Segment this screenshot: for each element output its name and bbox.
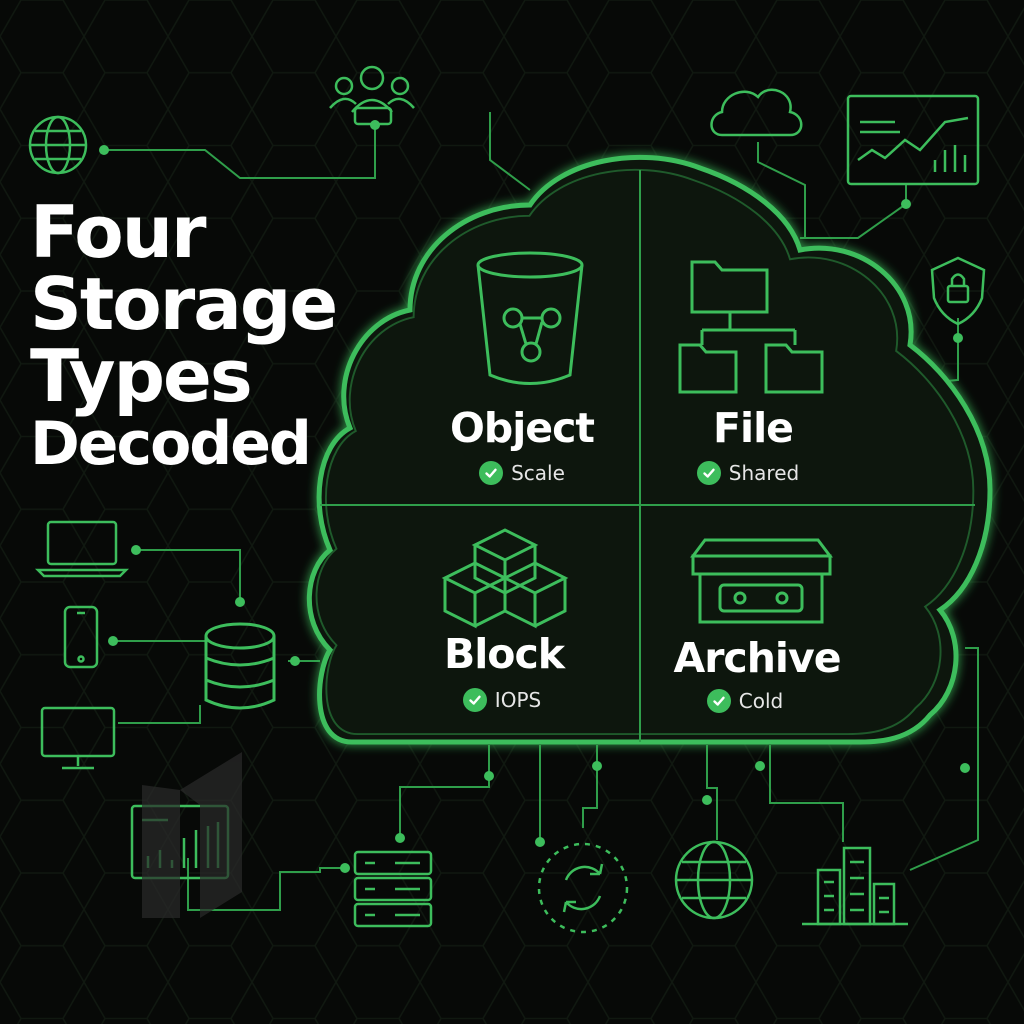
globe-icon <box>28 115 88 175</box>
logo-watermark <box>142 752 242 918</box>
quadrant-block-label: Block <box>443 630 565 678</box>
title-line: Decoded <box>30 409 312 479</box>
city-buildings-icon <box>802 846 908 926</box>
check-icon <box>696 461 721 485</box>
quadrant-object-label: Object <box>450 404 595 452</box>
check-icon <box>479 461 504 485</box>
quadrant-archive-label: Archive <box>673 634 841 682</box>
quadrant-block-tag: IOPS <box>494 688 542 712</box>
check-icon <box>462 688 487 712</box>
quadrant-file-badge: Shared <box>648 461 848 485</box>
phone-icon <box>63 605 99 669</box>
quadrant-archive-tag: Cold <box>738 689 784 713</box>
users-icon <box>329 65 415 126</box>
title-line: Types <box>30 334 253 418</box>
connector-nodes <box>99 120 970 873</box>
title-line: Storage <box>30 262 338 346</box>
laptop-icon <box>34 520 130 578</box>
title-line: Four <box>30 190 207 274</box>
globe-icon <box>674 840 754 920</box>
quadrant-file-label: File <box>713 404 794 452</box>
storage-cloud <box>306 154 993 745</box>
quadrant-object-tag: Scale <box>511 461 565 485</box>
server-rack-icon <box>353 850 433 928</box>
lock-shield-icon <box>930 256 986 326</box>
cloud-icon <box>710 88 803 137</box>
page-title: Four Storage Types Decoded <box>30 190 338 479</box>
bucket-icon <box>476 251 584 385</box>
quadrant-object-badge: Scale <box>422 461 622 485</box>
folder-tree-icon <box>678 260 824 394</box>
analytics-dashboard-icon <box>846 94 980 186</box>
quadrant-block-badge: IOPS <box>402 688 602 712</box>
cubes-icon <box>441 528 569 629</box>
desktop-icon <box>40 706 116 770</box>
sync-icon <box>537 842 629 934</box>
quadrant-archive-badge: Cold <box>645 689 845 713</box>
database-icon <box>204 622 276 710</box>
quadrant-file-tag: Shared <box>728 461 800 485</box>
archive-box-icon <box>690 538 833 624</box>
check-icon <box>706 689 731 713</box>
